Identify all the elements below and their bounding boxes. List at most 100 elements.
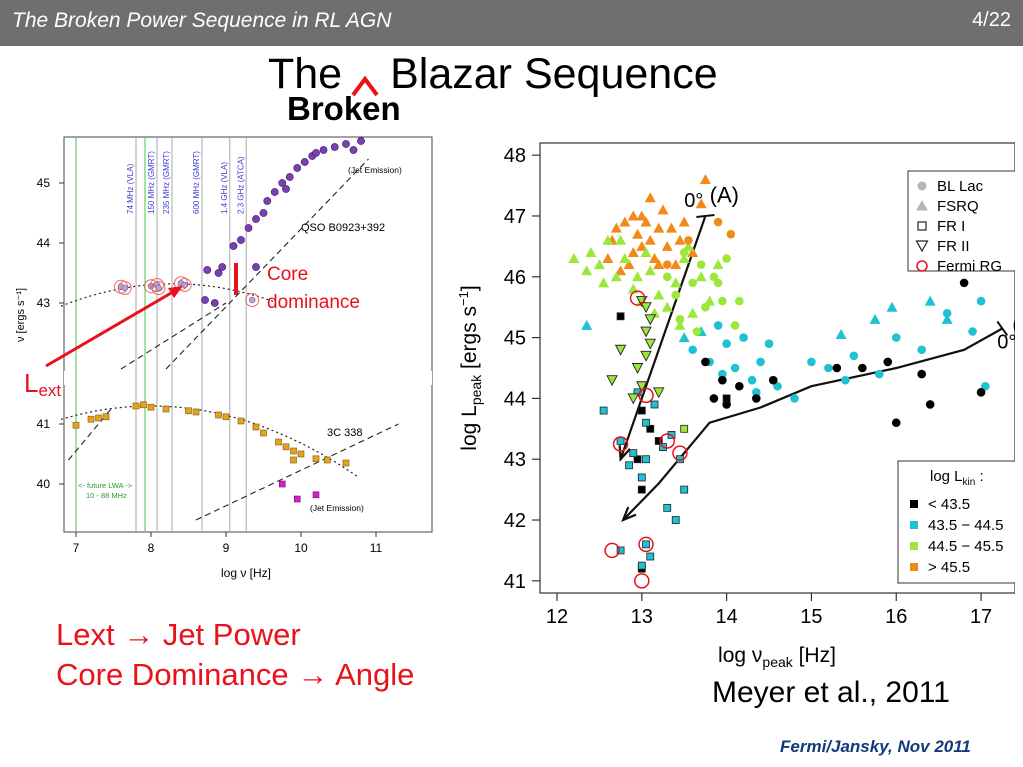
lower-data-point (140, 401, 147, 409)
right-ylabel: log Lpeak [ergs s−1] (456, 285, 484, 450)
upper-radio-ring (117, 281, 132, 295)
fr2-point (653, 387, 665, 399)
fsrq-point (869, 313, 881, 324)
left-x-tick-label: 8 (148, 541, 155, 555)
blazar-point (917, 345, 926, 355)
bullet-item: Lext → Jet Power (56, 617, 301, 652)
fr1-point (642, 540, 650, 549)
lower-data-point (147, 403, 155, 411)
header-title: The Broken Power Sequence in RL AGN (12, 9, 392, 32)
legend-class-label: BL Lac (937, 178, 984, 195)
lower-data-point (162, 405, 170, 413)
slide-title-insert: Broken (287, 90, 401, 127)
lower-data-point (192, 408, 200, 416)
upper-radio-point (181, 281, 188, 289)
kin-legend-swatch (910, 500, 918, 508)
blazar-point (807, 357, 816, 367)
lower-data-point (237, 417, 245, 425)
lower-data-point (297, 450, 305, 458)
fsrq-point (682, 240, 694, 251)
blazar-point (718, 296, 727, 306)
upper-data-point (342, 140, 350, 148)
freq-label: 150 MHz (GMRT) (147, 151, 156, 214)
fsrq-point (674, 234, 686, 245)
fsrq-point (653, 222, 665, 233)
blazar-point (722, 254, 731, 263)
upper-data-point (218, 263, 227, 271)
blazar-point (976, 296, 986, 306)
fsrq-point (632, 228, 644, 239)
upper-data-point (278, 179, 287, 187)
blazar-point (968, 327, 977, 336)
track-a-end-tick (696, 213, 715, 218)
fsrq-point (581, 265, 593, 276)
fsrq-point (941, 313, 953, 324)
fr2-point (644, 314, 657, 326)
insert-caret-icon (351, 75, 379, 97)
lext-arrow-head-icon (168, 286, 183, 298)
blazar-point (764, 339, 774, 348)
bullet-list: Lext → Jet Power Core Dominance → Angle (56, 615, 414, 695)
fsrq-point (627, 210, 639, 221)
blazar-point (713, 217, 723, 227)
fr1-point (616, 546, 625, 555)
lower-jet-label: (Jet Emission) (310, 503, 364, 513)
lower-data-point (312, 455, 320, 463)
legend-triangle-down-icon (915, 240, 929, 253)
fsrq-point (619, 253, 631, 264)
blazar-point (688, 345, 697, 355)
fr1-point (625, 461, 633, 470)
left-x-tick-label: 11 (370, 541, 383, 555)
fsrq-point (623, 259, 635, 270)
upper-data-point (349, 146, 358, 154)
bullet-item: Core Dominance → Angle (56, 657, 415, 692)
lower-jet-point (293, 495, 301, 503)
fr1-point (642, 455, 650, 464)
fsrq-point (653, 259, 665, 270)
upper-data-point (203, 266, 212, 274)
fsrq-point (640, 216, 652, 227)
fr2-point (631, 363, 644, 374)
blazar-point (959, 278, 969, 288)
blazar-point (718, 375, 727, 385)
fsrq-point (712, 259, 724, 270)
fr2-point (636, 381, 648, 393)
fsrq-point (695, 271, 707, 282)
footer-text: Fermi/Jansky, Nov 2011 (780, 737, 971, 756)
blazar-point (925, 400, 935, 409)
left-plot-frame (63, 136, 433, 533)
fsrq-point (886, 301, 898, 312)
upper-data-point (252, 263, 260, 271)
fsrq-point (695, 198, 707, 209)
blazar-point (709, 394, 719, 403)
fsrq-point (636, 210, 648, 221)
fsrq-point (699, 173, 711, 184)
lower-data-point (342, 459, 350, 467)
fr2-point (627, 393, 640, 405)
fsrq-point (674, 319, 686, 330)
kin-legend-swatch (910, 542, 918, 550)
lower-jet-line (195, 423, 399, 521)
fsrq-point (615, 234, 627, 245)
lext-label: Lext (24, 368, 61, 400)
legend-ring-icon (916, 260, 928, 272)
blazar-point (756, 357, 765, 367)
blazar-point (662, 272, 672, 282)
fr1-point (637, 473, 646, 482)
blazar-point (858, 363, 867, 373)
fsrq-point (670, 277, 682, 288)
fermi-rg-ring (638, 536, 654, 553)
kin-legend-swatch (910, 563, 918, 571)
lower-data-point (275, 438, 282, 446)
fr2-point (640, 302, 652, 314)
lower-data-point (282, 443, 290, 451)
lower-data-point (215, 411, 222, 419)
blazar-point (739, 333, 748, 342)
blazar-point (709, 272, 719, 282)
x-tick-label: 15 (800, 606, 822, 628)
fsrq-point (602, 253, 614, 264)
blazar-point (751, 388, 761, 397)
left-y-tick-label: 44 (37, 236, 51, 250)
upper-data-point (282, 185, 290, 193)
blazar-point (688, 278, 697, 288)
